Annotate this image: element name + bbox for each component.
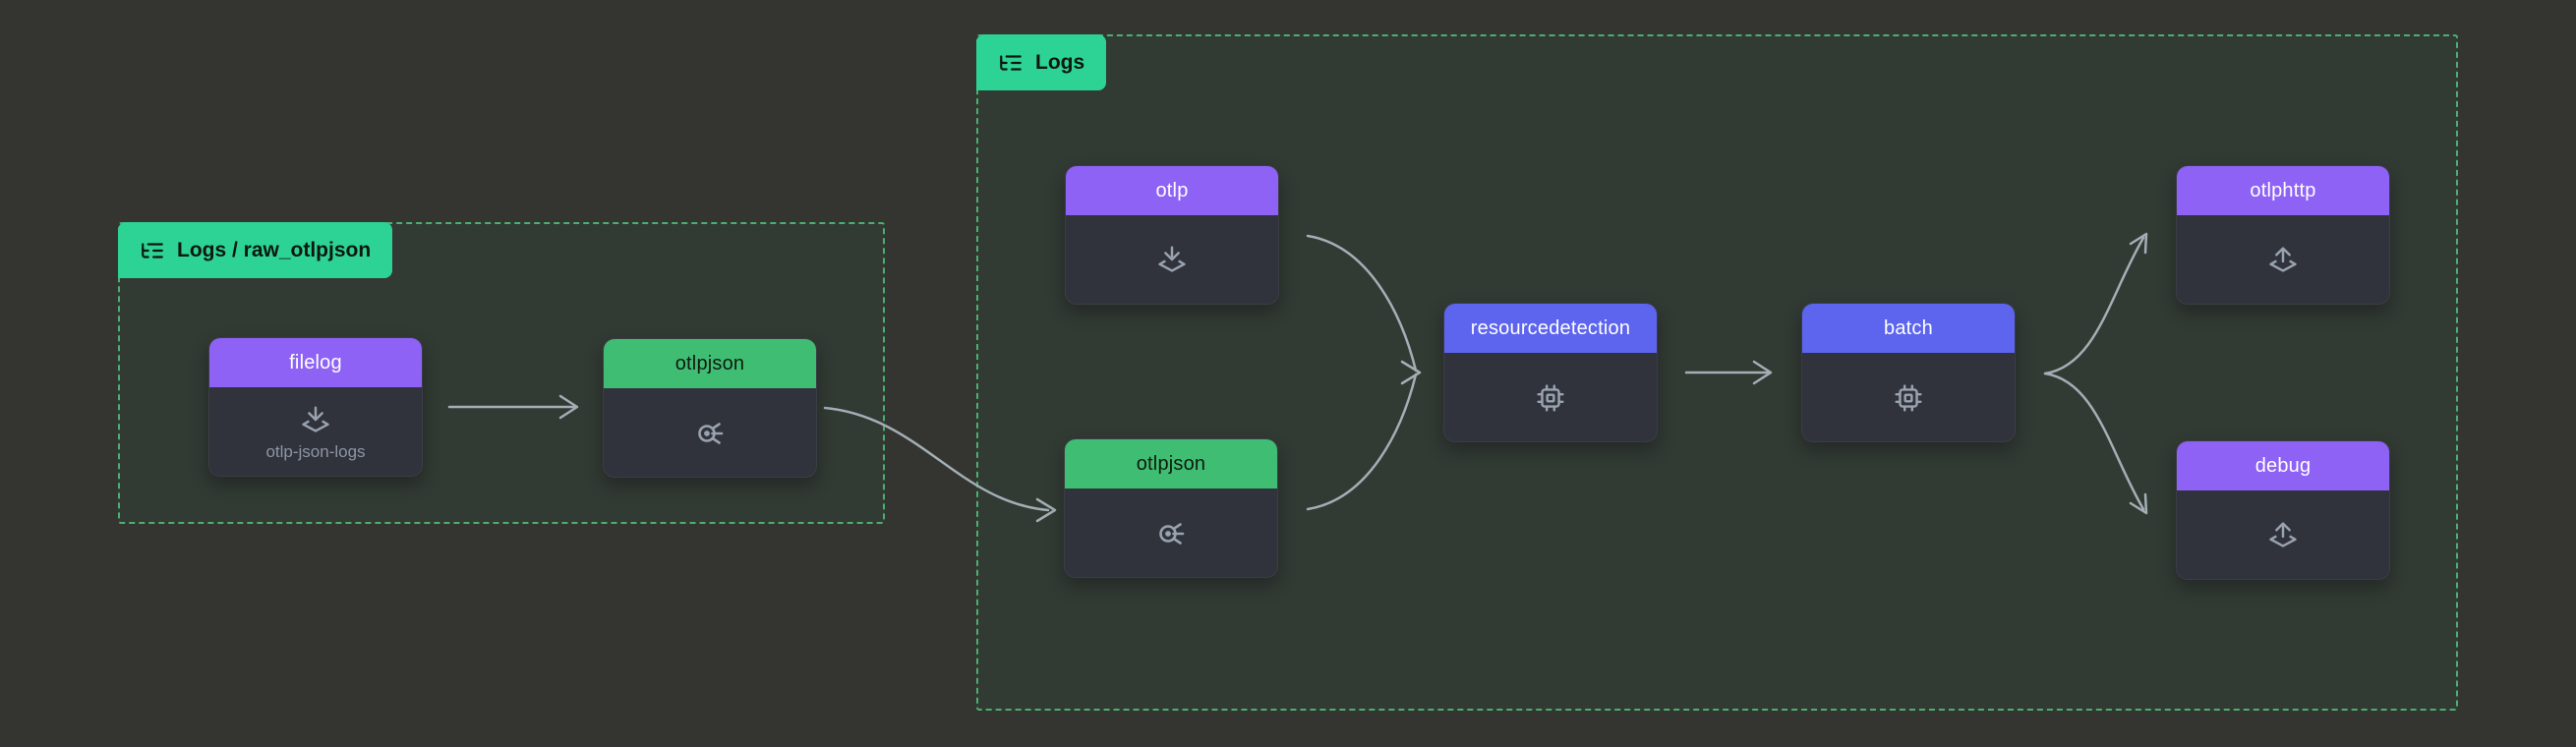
node-subtitle: otlp-json-logs	[265, 442, 366, 461]
node-title: batch	[1802, 304, 2015, 353]
node-title: otlp	[1066, 166, 1278, 215]
node-title: debug	[2177, 441, 2389, 490]
node-otlphttp[interactable]: otlphttp	[2176, 165, 2390, 305]
node-otlpjson[interactable]: otlpjson	[1064, 438, 1278, 578]
pipeline-group-label: Logs / raw_otlpjson	[177, 238, 372, 261]
node-title: otlpjson	[604, 339, 816, 388]
list-tree-icon	[1000, 54, 1022, 71]
exporter-icon	[2269, 521, 2297, 547]
pipeline-group-logs: Logs	[976, 34, 2458, 711]
node-otlpjson-raw[interactable]: otlpjson	[603, 338, 817, 478]
cpu-icon	[1895, 383, 1922, 412]
node-title: otlpjson	[1065, 439, 1277, 488]
cpu-icon	[1537, 383, 1564, 412]
node-otlp[interactable]: otlp	[1065, 165, 1279, 305]
pipeline-group-label: Logs	[1035, 50, 1085, 74]
node-debug[interactable]: debug	[2176, 440, 2390, 580]
node-filelog[interactable]: filelog otlp-json-logs	[208, 337, 423, 477]
receiver-icon	[302, 406, 329, 432]
connector-icon	[698, 422, 724, 444]
node-title: resourcedetection	[1444, 304, 1657, 353]
pipeline-group-badge: Logs / raw_otlpjson	[118, 222, 393, 278]
node-title: otlphttp	[2177, 166, 2389, 215]
list-tree-icon	[142, 242, 163, 259]
node-resourcedetection[interactable]: resourcedetection	[1443, 303, 1658, 442]
connector-icon	[1159, 522, 1185, 545]
receiver-icon	[1158, 245, 1186, 272]
exporter-icon	[2269, 246, 2297, 272]
node-title: filelog	[209, 338, 422, 387]
node-batch[interactable]: batch	[1801, 303, 2016, 442]
pipeline-group-badge: Logs	[976, 34, 1107, 90]
